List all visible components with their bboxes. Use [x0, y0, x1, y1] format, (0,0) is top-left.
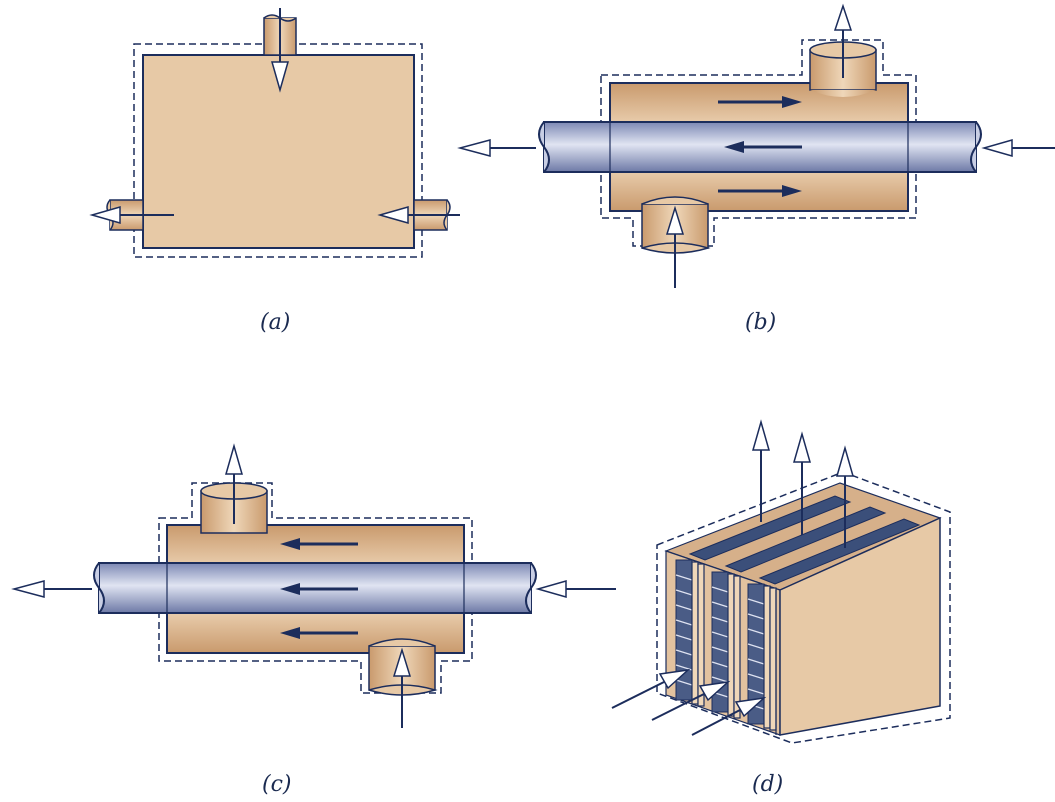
flow-arrow-left-out [89, 206, 174, 224]
control-volume-boundary [158, 482, 473, 694]
shell-outlet-arrow [833, 3, 853, 78]
flow-arrow-diagonal-2 [651, 680, 731, 721]
tube-outlet-arrow [457, 139, 536, 157]
flow-arrow-up-3 [836, 445, 854, 548]
tube-flow-arrow [280, 583, 358, 595]
flow-arrow-top-in [271, 8, 289, 93]
caption-a: (a) [260, 310, 291, 335]
tube-outlet-arrow [11, 580, 92, 598]
control-volume-boundary [600, 39, 917, 247]
flow-arrow-up-1 [752, 419, 770, 522]
caption-d: (d) [752, 772, 784, 797]
panel-a [89, 8, 460, 258]
end-plate [779, 516, 941, 736]
flow-arrow-diagonal-3 [691, 696, 767, 736]
shell-flow-arrow-bottom [280, 627, 358, 639]
tube-flow-arrow [724, 141, 802, 153]
tube-inlet-arrow [535, 580, 616, 598]
panel-c [11, 443, 616, 728]
flow-arrow-up-2 [793, 431, 811, 535]
panel-d [611, 419, 951, 744]
shell-flow-arrow-top [718, 96, 802, 108]
shell-flow-arrow-top [280, 538, 358, 550]
caption-b: (b) [745, 310, 777, 335]
flow-arrow-diagonal-1 [611, 668, 691, 709]
caption-c: (c) [262, 772, 292, 797]
tube-inlet-arrow [981, 139, 1055, 157]
shell-inlet-arrow [392, 647, 412, 728]
flow-arrow-right-in [377, 206, 460, 224]
shell-inlet-arrow [665, 205, 685, 288]
shell-outlet-arrow [225, 443, 243, 524]
shell-flow-arrow-bottom [718, 185, 802, 197]
panel-b [457, 3, 1055, 288]
